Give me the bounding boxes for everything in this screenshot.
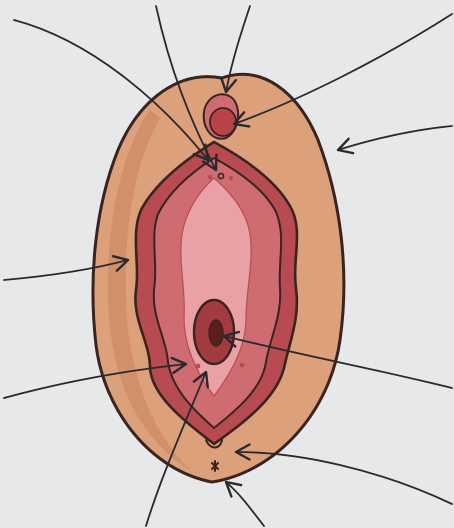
gland-dot-left: [196, 364, 201, 369]
gland-dot-right: [240, 363, 245, 368]
top-glans: [210, 108, 236, 136]
small-dot-right: [229, 176, 233, 180]
lower-opening-inner: [209, 320, 223, 346]
small-dot-left: [208, 175, 212, 179]
